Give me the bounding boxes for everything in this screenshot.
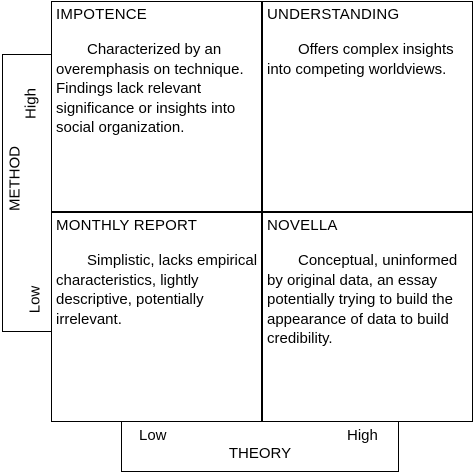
quadrant-description: Offers complex insights into competing w… — [267, 41, 454, 78]
theory-axis-title: THEORY — [228, 445, 292, 462]
quadrant-description: Conceptual, uninformed by original data,… — [267, 252, 458, 347]
quadrant-novella: NOVELLA Conceptual, uninformed by origin… — [263, 213, 472, 421]
method-high-label: High — [22, 88, 40, 119]
quadrant-title: MONTHLY REPORT — [56, 217, 198, 234]
quadrant-title: UNDERSTANDING — [267, 6, 400, 23]
method-axis-box: High METHOD Low — [2, 54, 52, 332]
quadrant-description: Simplistic, lacks empirical characterist… — [56, 252, 258, 328]
quadrant-title: NOVELLA — [267, 217, 338, 234]
quadrant-understanding: UNDERSTANDING Offers complex insights in… — [263, 2, 472, 211]
quadrant-monthly-report: MONTHLY REPORT Simplistic, lacks empiric… — [52, 213, 261, 421]
quadrant-title: IMPOTENCE — [56, 6, 147, 23]
quadrant-grid: IMPOTENCE Characterized by an overemphas… — [51, 1, 473, 422]
theory-low-label: Low — [139, 427, 167, 444]
quadrant-impotence: IMPOTENCE Characterized by an overemphas… — [52, 2, 261, 211]
quadrant-description: Characterized by an overemphasis on tech… — [56, 41, 244, 136]
theory-high-label: High — [347, 427, 378, 444]
theory-axis-box: Low High THEORY — [121, 421, 399, 472]
grid-horizontal-divider — [52, 211, 472, 213]
method-axis-title: METHOD — [6, 146, 24, 211]
method-low-label: Low — [26, 285, 44, 314]
